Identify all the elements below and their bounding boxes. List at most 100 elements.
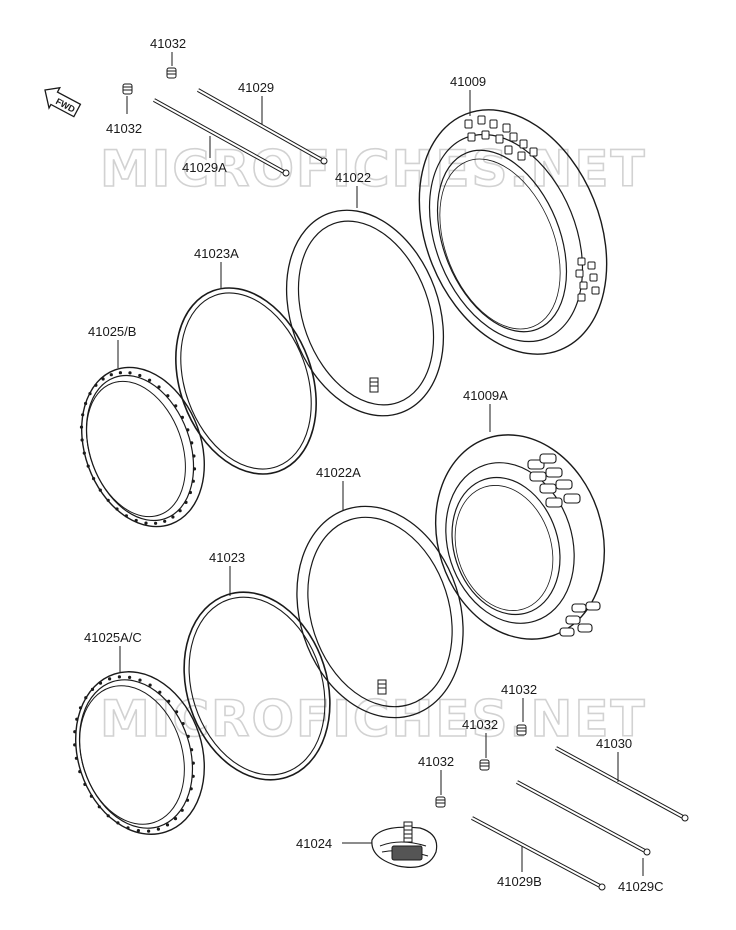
spoke-hole (173, 817, 178, 821)
label-41025-b: 41025/B (88, 324, 136, 339)
spoke-hole (73, 743, 77, 747)
spoke-hole (158, 690, 162, 694)
spoke-hole (83, 782, 87, 787)
nipple-r1 (516, 724, 527, 736)
spoke-hole (78, 706, 83, 710)
spoke-hole (138, 373, 142, 378)
spoke-hole (175, 710, 179, 714)
spoke-hole (86, 464, 90, 468)
spoke-hole (74, 756, 78, 760)
rim-spoke-holes (73, 675, 195, 833)
spoke-hole (116, 821, 120, 825)
label-41029: 41029 (238, 80, 274, 95)
spoke-hole (84, 401, 88, 406)
rim-spoke-holes (79, 371, 197, 525)
rim-41025-b (79, 366, 205, 528)
spoke-41029a (153, 98, 290, 177)
label-41029b: 41029B (497, 874, 542, 889)
rim-lock-41024 (371, 821, 438, 868)
spoke-hole (109, 373, 113, 377)
spoke-hole (98, 681, 103, 685)
spoke-hole (190, 441, 194, 445)
spoke-hole (108, 677, 112, 681)
rim-band-41023 (183, 591, 331, 781)
tube-41022a (296, 505, 464, 719)
spoke-hole (115, 507, 119, 511)
spoke-hole (154, 521, 158, 525)
valve-stem-top (369, 377, 379, 393)
spoke-hole (75, 717, 79, 721)
spoke-hole (73, 730, 77, 734)
rim-band-41023a (175, 287, 317, 475)
label-41022: 41022 (335, 170, 371, 185)
spoke-41029b (471, 816, 606, 891)
label-41029a: 41029A (182, 160, 227, 175)
spoke-hole (98, 488, 102, 492)
nipple-top (166, 67, 177, 79)
nipple-r2 (479, 759, 490, 771)
spoke-hole (144, 521, 148, 525)
label-41022a: 41022A (316, 465, 361, 480)
spoke-hole (174, 404, 178, 408)
spoke-hole (180, 808, 184, 812)
nipple-left (122, 83, 133, 95)
spoke-hole (166, 394, 170, 398)
spoke-hole (118, 371, 122, 375)
spoke-hole (78, 770, 82, 774)
spoke-hole (185, 798, 190, 802)
spoke-hole (101, 377, 105, 381)
spoke-hole (80, 438, 84, 442)
spoke-hole (147, 829, 151, 833)
spoke-hole (148, 683, 152, 687)
label-41030: 41030 (596, 736, 632, 751)
label-41032-r3: 41032 (418, 754, 454, 769)
label-41009a: 41009A (463, 388, 508, 403)
tread-knobs-mid (527, 453, 601, 637)
spoke-hole (184, 500, 188, 504)
spoke-hole (84, 696, 88, 700)
spoke-41030 (555, 746, 689, 822)
spoke-hole (106, 814, 110, 818)
tire-41009a (434, 434, 606, 640)
rim-41025a-c (73, 671, 206, 835)
label-41023: 41023 (209, 550, 245, 565)
spoke-hole (186, 428, 190, 432)
spoke-hole (136, 829, 140, 833)
spoke-hole (192, 467, 197, 471)
spoke-hole (126, 826, 130, 830)
spoke-hole (81, 413, 85, 417)
spoke-hole (94, 383, 98, 387)
spoke-hole (178, 509, 182, 513)
spoke-hole (163, 519, 167, 523)
spoke-hole (117, 675, 121, 679)
spoke-hole (181, 722, 185, 726)
spoke-hole (128, 371, 132, 375)
spoke-hole (82, 451, 86, 455)
nipple-r3 (435, 796, 446, 808)
spoke-hole (188, 490, 192, 495)
spoke-hole (97, 805, 101, 809)
watermark-bottom: MICROFICHES.NET (100, 690, 647, 748)
label-41032-r1: 41032 (501, 682, 537, 697)
spoke-hole (192, 454, 196, 458)
tire-41009 (418, 109, 608, 355)
spoke-hole (171, 515, 175, 519)
spoke-hole (156, 827, 160, 831)
spoke-hole (157, 385, 161, 389)
label-41009: 41009 (450, 74, 486, 89)
label-41032-r2: 41032 (462, 717, 498, 732)
spoke-hole (189, 787, 193, 791)
spoke-hole (165, 823, 170, 827)
spoke-hole (191, 774, 195, 778)
spoke-hole (186, 734, 190, 739)
spoke-hole (148, 378, 152, 382)
label-41023a: 41023A (194, 246, 239, 261)
label-41025a-c: 41025A/C (84, 630, 142, 645)
spoke-hole (180, 415, 184, 419)
spoke-41029 (197, 88, 328, 165)
tread-knobs-side (575, 257, 600, 302)
label-41024: 41024 (296, 836, 332, 851)
spoke-hole (134, 518, 138, 523)
spoke-hole (90, 687, 95, 692)
